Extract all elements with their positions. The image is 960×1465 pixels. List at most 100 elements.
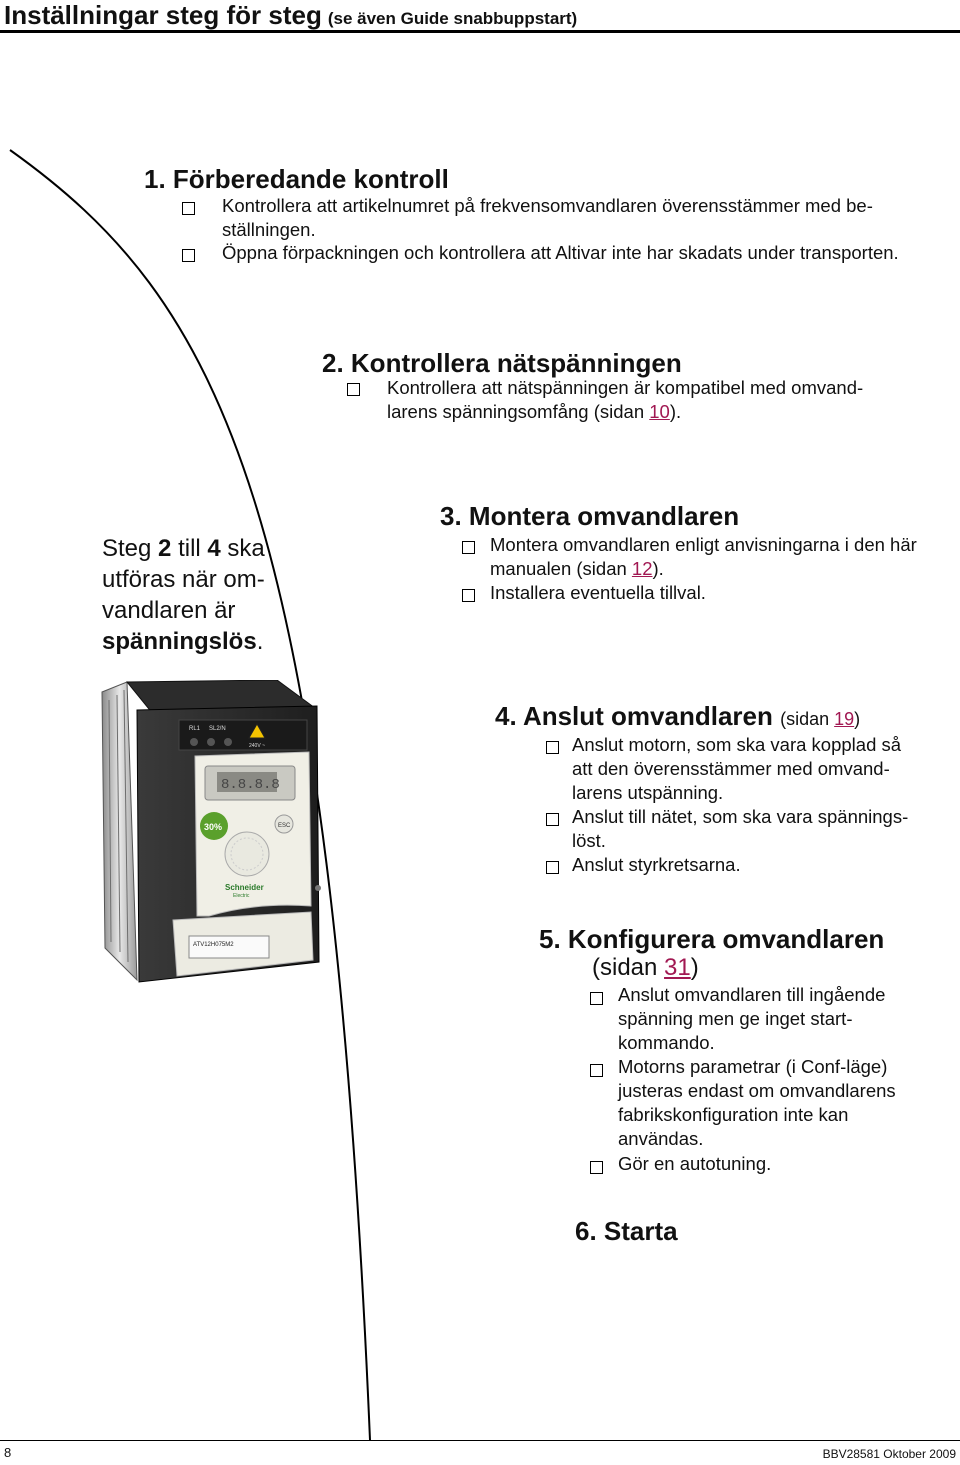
step5-note-pre: (sidan [592,954,665,981]
efficiency-badge [200,812,228,840]
step4-item2-line2: löst. [572,830,606,851]
step5-item2-line1: Motorns parametrar (i Conf-läge) [618,1056,888,1077]
step4-item1-line3: larens utspänning. [572,782,724,803]
step3-item1-line2: manualen (sidan 12). [490,557,917,581]
step5-item2-line2: justeras endast om omvandlarens [618,1080,896,1101]
side-note-pre: Steg [102,535,159,562]
step4-item1-line1: Anslut motorn, som ska vara kopplad så [572,734,902,755]
step5-item1-text: Anslut omvandlaren till ingående spännin… [618,983,885,1055]
side-note-line1: Steg 2 till 4 ska [102,533,265,564]
step4-page-link[interactable]: 19 [834,709,855,729]
step4-heading-text: 4. Anslut omvandlaren [495,701,773,731]
step5-heading: 5. Konfigurera omvandlaren [539,924,885,954]
step4-item1-text: Anslut motorn, som ska vara kopplad så a… [572,733,901,805]
step5-note-post: ) [690,954,699,981]
terminal-label-sl2n: SL2/N [209,726,226,732]
step4-heading: 4. Anslut omvandlaren (sidan 19) [495,701,860,732]
side-note-line2: utföras när om- [102,566,265,593]
step5-item1-line2: spänning men ge inget start- [618,1008,853,1029]
step2-item1-line2-pre: larens spänningsomfång (sidan [387,401,650,422]
side-note-mid: till [171,535,208,562]
terminal-strip [178,719,308,751]
step4-note-post: ) [854,709,861,729]
step5-item2-text: Motorns parametrar (i Conf-läge) justera… [618,1055,896,1151]
step5-item3-line1: Gör en autotuning. [618,1153,772,1174]
document-reference: BBV28581 Oktober 2009 [822,1447,956,1461]
footer-rule [0,1440,960,1441]
step5-item1-line3: kommando. [618,1032,715,1053]
side-note-line4-end: . [256,628,264,655]
display-screen [217,772,277,792]
rating-label [188,935,270,959]
title-bar [0,0,960,33]
voltage-label: 240V ~ [249,743,265,749]
terminal-label-rl1: RL1 [189,726,201,732]
step1-heading: 1. Förberedande kontroll [144,164,449,194]
step4-item1-checkbox[interactable] [546,741,559,754]
step4-item2-text: Anslut till nätet, som ska vara spänning… [572,805,908,853]
step1-item2-text: Öppna förpackningen och kontrollera att … [222,242,899,263]
step6-heading: 6. Starta [575,1216,678,1246]
brand-logo-subtext: Electric [233,893,250,899]
step5-item2-checkbox[interactable] [590,1064,603,1077]
page-title-text: Inställningar steg för steg [4,0,322,30]
side-note-post: ska [220,535,265,562]
side-note-line4-bold: spänningslös [102,628,257,655]
page-title: Inställningar steg för steg (se även Guid… [4,0,577,31]
step5-heading-note: (sidan 31) [592,954,699,982]
step3-item1-line1: Montera omvandlaren enligt anvisningarna… [490,534,917,555]
step5-item2-line3: fabrikskonfiguration inte kan [618,1104,849,1125]
flow-curve-line [9,149,371,1441]
step5-item3-checkbox[interactable] [590,1161,603,1174]
display-digits: 8.8.8.8 [221,777,280,793]
step5-item1-line1: Anslut omvandlaren till ingående [618,984,886,1005]
step2-item1-line2-post: ). [669,401,682,422]
step3-item1-text: Montera omvandlaren enligt anvisningarna… [490,533,917,581]
jog-dial-ring [230,837,264,871]
step1-item2-checkbox[interactable] [182,249,195,262]
step4-note-pre: (sidan [780,709,835,729]
side-note-line3: vandlaren är [102,597,236,624]
step3-item2-checkbox[interactable] [462,589,475,602]
step1-item1-text: Kontrollera att artikelnumret på frekven… [222,194,873,242]
side-note-line4: spänningslös. [102,626,265,657]
esc-button [274,814,294,834]
drive-device-illustration: RL1 SL2/N 240V ~ 8.8.8.8 30% ESC Schneid… [101,680,321,983]
step4-item2-line1: Anslut till nätet, som ska vara spänning… [572,806,909,827]
step5-item3-text: Gör en autotuning. [618,1152,771,1176]
rating-label-text: ATV12H075M2 [193,942,234,948]
step4-item3-text: Anslut styrkretsarna. [572,853,741,877]
warning-icon [248,722,266,739]
step3-item1-checkbox[interactable] [462,541,475,554]
step3-item2-text: Installera eventuella tillval. [490,582,706,603]
esc-button-label: ESC [278,823,291,829]
page-title-note: (se även Guide snabbuppstart) [327,9,578,28]
step5-page-link[interactable]: 31 [664,954,691,981]
step3-item1-line2-pre: manualen (sidan [490,558,632,579]
step2-page-link[interactable]: 10 [649,401,670,422]
step3-page-link[interactable]: 12 [631,558,653,579]
step2-item1-line2: larens spänningsomfång (sidan 10). [387,400,863,424]
step1-item1-checkbox[interactable] [182,202,195,215]
step2-heading: 2. Kontrollera nätspänningen [322,348,682,378]
step4-item3-checkbox[interactable] [546,861,559,874]
step2-item1-text: Kontrollera att nätspänningen är kompati… [387,376,863,424]
page-number: 8 [4,1445,12,1460]
terminal-screw [224,738,232,746]
step3-heading: 3. Montera omvandlaren [440,501,740,531]
side-note-n1: 2 [158,535,172,562]
step2-item1-checkbox[interactable] [347,383,360,396]
step5-item1-checkbox[interactable] [590,992,603,1005]
cover-screw [315,885,321,891]
side-note-n2: 4 [207,535,221,562]
step4-heading-note: (sidan 19) [780,709,860,729]
step1-item1-line1: Kontrollera att artikelnumret på frekven… [222,195,873,216]
step4-item2-checkbox[interactable] [546,813,559,826]
terminal-screw [207,738,215,746]
side-note: Steg 2 till 4 ska utföras när om- vandla… [102,533,265,657]
jog-dial [224,831,270,877]
step4-item1-line2: att den överensstämmer med omvand- [572,758,890,779]
step2-item1-line1: Kontrollera att nätspänningen är kompati… [387,377,864,398]
step5-item2-line4: användas. [618,1128,704,1149]
